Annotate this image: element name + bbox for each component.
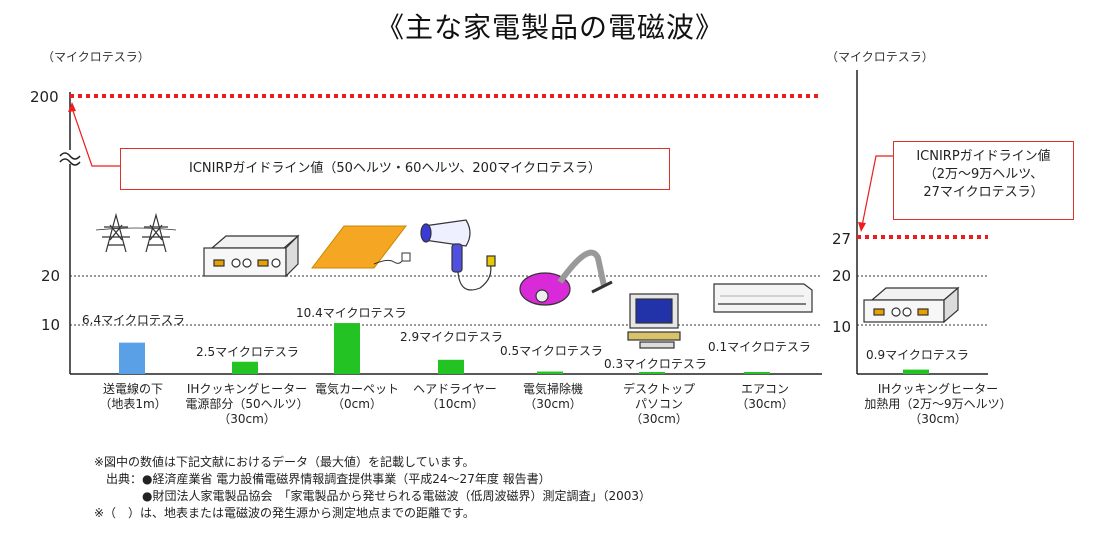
value-label: 0.9マイクロテスラ [866,348,969,362]
left-callout-arrowhead [68,102,76,112]
bar [639,372,665,374]
footnotes: ※図中の数値は下記文献におけるデータ（最大値）を記載しています。 出典：●経済産… [94,454,651,522]
right-callout-arrowhead [858,222,866,232]
value-label: 10.4マイクロテスラ [296,306,407,320]
category-label: デスクトップ パソコン （30cm） [622,382,695,426]
hair-dryer-icon [420,219,496,291]
power-tower-icon [95,212,177,253]
value-label: 0.5マイクロテスラ [500,344,603,358]
page-title: 《主な家電製品の電磁波》 [375,11,724,44]
left-tick-20: 20 [41,267,61,285]
bar [537,371,563,374]
air-conditioner-icon [713,283,813,313]
category-label: ヘアドライヤー （10cm） [413,382,497,411]
left-unit-label: （マイクロテスラ） [42,50,150,64]
value-label: 2.9マイクロテスラ [400,330,503,344]
right-tick-27: 27 [832,230,852,248]
bar [232,361,258,374]
left-bars [119,323,770,374]
bar [903,369,929,374]
guideline-right-line-1: ICNIRPガイドライン値 [916,149,1051,164]
right-unit-label: （マイクロテスラ） [826,50,934,64]
bar [119,342,145,374]
category-label: 送電線の下 （地表1m） [99,382,167,411]
category-label: IHクッキングヒーター 加熱用（2万〜9万ヘルツ） （30cm） [864,382,1012,426]
guideline-callout-left: ICNIRPガイドライン値（50ヘルツ・60ヘルツ、200マイクロテスラ） [120,148,670,190]
footnote-line: ※図中の数値は下記文献におけるデータ（最大値）を記載しています。 [94,455,475,469]
right-bars [903,369,929,374]
ih-heater-heating-icon [863,286,960,324]
bar [334,323,360,374]
ih-heater-icon [203,234,300,278]
value-label: 0.3マイクロテスラ [604,357,707,371]
footnote-line: ●財団法人家電製品協会 「家電製品から発せられる電磁波（低周波磁界）測定調査」（… [94,489,652,503]
bar [438,359,464,374]
value-label: 2.5マイクロテスラ [196,345,299,359]
left-callout-arrow [71,107,120,167]
right-tick-10: 10 [832,318,852,336]
right-tick-20: 20 [832,267,852,285]
footnote-line: ※（ ）は、地表または電磁波の発生源から測定地点までの距離です。 [94,506,475,520]
guideline-right-line-3: 27マイクロテスラ） [923,185,1044,200]
category-label: 電気カーペット （0cm） [314,382,399,411]
electric-carpet-icon [310,225,411,269]
desktop-pc-icon [627,293,681,349]
guideline-right-line-2: （2万〜9万ヘルツ、 [923,167,1044,182]
category-label: IHクッキングヒーター 電源部分（50ヘルツ） （30cm） [185,382,309,426]
axis-break-icon [59,150,81,166]
category-label: エアコン （30cm） [736,382,794,411]
right-callout-arrow [861,155,893,227]
footnote-line: 出典：●経済産業省 電力設備電磁界情報調査提供事業（平成24〜27年度 報告書） [94,472,551,486]
guideline-callout-right: ICNIRPガイドライン値 （2万〜9万ヘルツ、 27マイクロテスラ） [893,141,1074,220]
value-label: 6.4マイクロテスラ [82,313,185,327]
bar [744,372,770,374]
vacuum-cleaner-icon [519,249,613,306]
left-tick-200: 200 [30,88,59,106]
left-tick-10: 10 [41,316,61,334]
value-label: 0.1マイクロテスラ [708,340,811,354]
category-label: 電気掃除機 （30cm） [522,382,583,411]
